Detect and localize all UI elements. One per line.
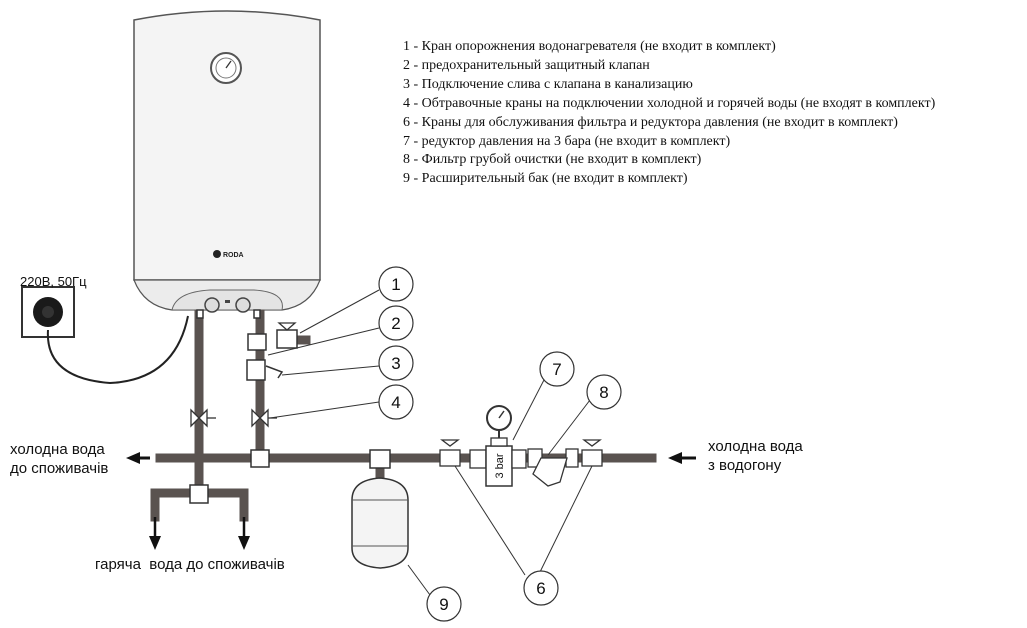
cold-out-label-line2: до споживачів — [10, 460, 109, 477]
flow-arrows — [126, 452, 696, 550]
callout-6: 6 — [523, 570, 559, 606]
drain-valve-1 — [276, 322, 298, 349]
shutoff-valves-4 — [190, 408, 277, 428]
cold-in-label-line1: холодна вода — [708, 438, 803, 455]
legend: 1 - Кран опорожнения водонагревателя (не… — [403, 38, 935, 189]
callout-8-number: 8 — [599, 383, 608, 402]
drain-outlet-3 — [265, 365, 284, 379]
callout-2: 2 — [378, 305, 414, 341]
legend-item: 4 - Обтравочные краны на подключении хол… — [403, 95, 936, 111]
callout-9-number: 9 — [439, 595, 448, 614]
callout-4-number: 4 — [391, 393, 400, 412]
legend-item: 6 - Краны для обслуживания фильтра и ред… — [403, 114, 898, 130]
reducer-label: 3 bar — [494, 453, 506, 478]
callout-9: 9 — [426, 586, 462, 622]
callout-3: 3 — [378, 345, 414, 381]
callout-2-number: 2 — [391, 314, 400, 333]
control-knobs — [204, 297, 251, 313]
power-label: 220В, 50Гц — [20, 274, 87, 289]
expansion-tank — [351, 477, 409, 569]
legend-item: 1 - Кран опорожнения водонагревателя (не… — [403, 39, 776, 54]
callout-6-number: 6 — [536, 579, 545, 598]
cold-in-label-line2: з водогону — [708, 457, 782, 474]
callout-3-number: 3 — [391, 354, 400, 373]
leader-lines — [267, 289, 593, 596]
legend-item: 2 - предохранительный защитный клапан — [403, 57, 650, 73]
brand-text: RODA — [223, 252, 244, 259]
cold-out-label-line1: холодна вода — [10, 441, 105, 458]
legend-item: 9 - Расширительный бак (не входит в комп… — [403, 171, 688, 187]
fittings — [189, 309, 391, 504]
brand-logo: RODA — [213, 250, 244, 259]
power-socket — [21, 286, 75, 338]
power-cord — [46, 315, 189, 385]
callout-4: 4 — [378, 384, 414, 420]
thermometer-gauge — [210, 52, 242, 84]
callout-8: 8 — [586, 374, 622, 410]
legend-item: 7 - редуктор давления на 3 бара (не вход… — [403, 133, 731, 149]
callout-1: 1 — [378, 266, 414, 302]
legend-item: 3 - Подключение слива с клапана в канали… — [403, 76, 693, 92]
coarse-filter — [527, 448, 579, 487]
callout-7: 7 — [539, 351, 575, 387]
pressure-reducer: 3 bar — [469, 405, 527, 487]
legend-item: 8 - Фильтр грубой очистки (не входит в к… — [403, 152, 702, 168]
hot-out-label: гаряча вода до споживачів — [95, 556, 285, 573]
callout-1-number: 1 — [391, 275, 400, 294]
service-valves-6 — [439, 439, 603, 467]
callout-7-number: 7 — [552, 360, 561, 379]
